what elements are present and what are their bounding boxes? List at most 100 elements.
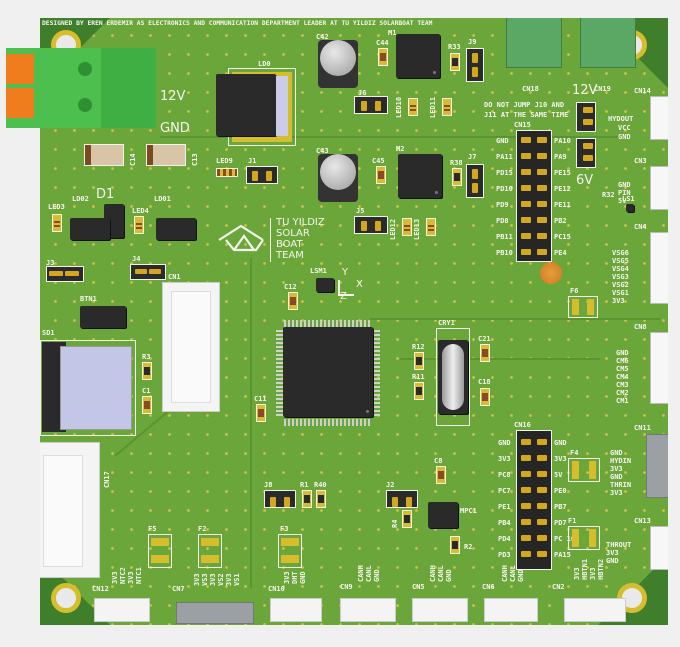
logo-line-1: TU YILDIZ	[276, 217, 325, 228]
j2-label: J2	[386, 481, 395, 489]
capacitor-c44	[378, 48, 388, 66]
sensor-ls1	[626, 204, 634, 212]
logo-line-3: BOAT	[276, 239, 303, 250]
header-cn15[interactable]	[516, 130, 552, 262]
jumper-j1[interactable]	[246, 166, 278, 184]
jumper-j4[interactable]	[130, 264, 166, 280]
cn16-pin-left: PD3	[498, 551, 511, 559]
jumper-j6[interactable]	[354, 96, 388, 114]
sd-card-slot[interactable]	[60, 346, 132, 430]
cn14-label: CN14	[634, 87, 651, 95]
regulator-ld01	[156, 218, 196, 240]
j5-label: J5	[356, 207, 365, 215]
connector-cn2[interactable]	[564, 598, 626, 622]
jumper-j7[interactable]	[466, 164, 484, 198]
cn8-pin: CM6	[616, 357, 629, 365]
connector-cn8[interactable]	[650, 332, 668, 404]
connector-cn5[interactable]	[412, 598, 468, 622]
cn11-label: CN11	[634, 424, 651, 432]
connector-cn14[interactable]	[650, 96, 668, 140]
logo-divider	[270, 218, 271, 262]
connector-cn3[interactable]	[650, 166, 668, 210]
jumper-j11[interactable]	[576, 138, 596, 168]
led9-label: LED9	[216, 157, 233, 165]
ld0-label: LD0	[258, 60, 271, 68]
cn8-label: CN8	[634, 323, 647, 331]
input-12v-label: 12V	[160, 89, 186, 104]
resistor-r11	[414, 382, 424, 400]
capacitor-c43	[318, 154, 358, 202]
cn15-pin-right: PE12	[554, 185, 571, 193]
capacitor-c8	[436, 466, 446, 484]
connector-cn10[interactable]	[270, 598, 322, 622]
fuse-f6	[568, 296, 598, 318]
led11-label: LED11	[429, 96, 437, 118]
axis-arrow-icon	[338, 280, 340, 294]
cn2-pin: 3V3	[589, 567, 597, 580]
capacitor-c45	[376, 166, 386, 184]
jumper-j8[interactable]	[264, 490, 296, 508]
cn3-pin: PIN	[618, 189, 631, 197]
cn15-pin-left: PB10	[496, 249, 513, 257]
terminal-cn18[interactable]	[506, 18, 562, 68]
terminal-cn19[interactable]	[580, 18, 636, 68]
cn2-pin: HBTN1	[581, 558, 589, 580]
r3-label: R3	[142, 353, 151, 361]
connector-cn4[interactable]	[650, 232, 668, 304]
btn1-label: BTN1	[80, 295, 97, 303]
cn9-label: CN9	[340, 583, 353, 591]
cn19-label: CN19	[594, 85, 611, 93]
c1-label: C1	[142, 387, 151, 395]
r40-label: R40	[314, 481, 327, 489]
ld0-regulator	[216, 74, 276, 136]
connector-cn12[interactable]	[94, 598, 150, 622]
j9-label: J9	[468, 38, 477, 46]
cn16-pin-left: PB4	[498, 519, 511, 527]
connector-cn13[interactable]	[650, 526, 668, 570]
jumper-j2[interactable]	[386, 490, 418, 508]
connector-cn7[interactable]	[176, 602, 254, 624]
jumper-warning-line-2: J11 AT THE SAME TIME	[484, 111, 569, 119]
cn8-pin: CM2	[616, 389, 629, 397]
header-cn16[interactable]	[516, 430, 552, 570]
cn16-pin-right: PE0	[554, 487, 567, 495]
c43-label: C43	[316, 147, 329, 155]
resistor-r33	[450, 53, 460, 71]
cn4-pin: VSG2	[612, 281, 629, 289]
sensor-lsm1	[316, 278, 334, 292]
connector-cn1[interactable]	[162, 282, 220, 412]
fuse-f5	[148, 534, 172, 568]
jumper-j5[interactable]	[354, 216, 388, 234]
d1-label: D1	[96, 187, 115, 202]
jumper-j3[interactable]	[46, 266, 84, 282]
fuse-f2	[198, 534, 222, 568]
capacitor-c14	[84, 144, 124, 166]
terminal-lever-2[interactable]	[6, 88, 34, 118]
jumper-j10[interactable]	[576, 102, 596, 132]
cn7-pin: VS2	[217, 573, 225, 586]
connector-cn11[interactable]	[646, 434, 668, 498]
button-btn1[interactable]	[80, 306, 126, 328]
capacitor-c11	[256, 404, 266, 422]
team-logo-icon	[216, 224, 266, 254]
resistor-r3	[142, 362, 152, 380]
led-9	[216, 168, 238, 177]
cn4-pin: VSG1	[612, 289, 629, 297]
jumper-j9[interactable]	[466, 48, 484, 82]
connector-cn9[interactable]	[340, 598, 396, 622]
cn10-label: CN10	[268, 585, 285, 593]
cn15-pin-left: PD9	[496, 201, 509, 209]
terminal-lever-1[interactable]	[6, 54, 34, 84]
cn16-pin-right: GND	[554, 439, 567, 447]
connector-cn17[interactable]	[40, 442, 100, 578]
cn5-pin: GND	[445, 569, 453, 582]
connector-cn6[interactable]	[484, 598, 538, 622]
cn4-pin: VSG4	[612, 265, 629, 273]
cn7-label: CN7	[172, 585, 185, 593]
cn2-pin: 3V3	[573, 567, 581, 580]
cn7-pin: 3V3	[225, 573, 233, 586]
cn3-pin: GND	[618, 181, 631, 189]
cn11-pin: 3V3	[610, 489, 623, 497]
mcu-pins-right	[373, 328, 380, 416]
cn12-pin: NTC1	[135, 567, 143, 584]
